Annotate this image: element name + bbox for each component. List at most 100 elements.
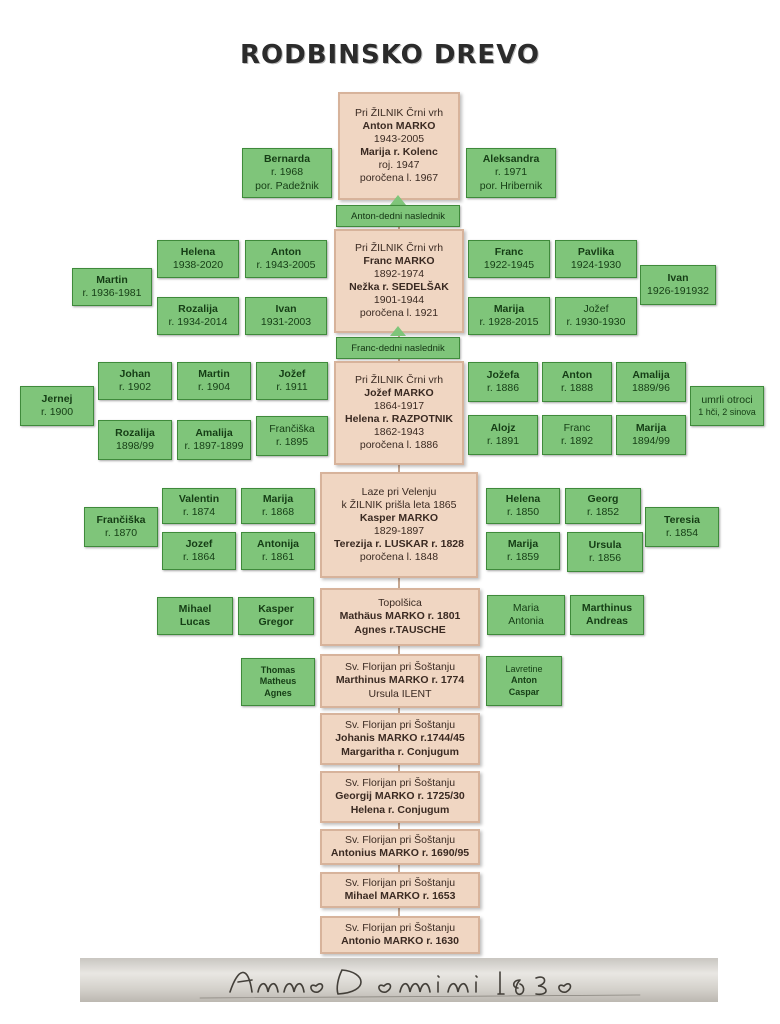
ancestor-box-johanis[interactable]: Sv. Florijan pri Šoštanju Johanis MARKO … [320,713,480,765]
ancestor-box-anton[interactable]: Pri ŽILNIK Črni vrh Anton MARKO 1943-200… [338,92,460,200]
ancestor-box-mihael[interactable]: Sv. Florijan pri Šoštanju Mihael MARKO r… [320,872,480,908]
sibling-name: Jožef [583,302,609,315]
sibling-years: r. 1888 [560,382,594,394]
sibling-name: Ivan [667,271,689,284]
name: Antonius MARKO r. 1690/95 [330,847,470,859]
sibling-name: Lavretine [505,664,543,675]
sibling-years: r. 1850 [506,506,540,518]
place-note: k ŽILNIK prišla leta 1865 [341,498,457,511]
married: poročena l. 1921 [359,307,439,320]
sibling-box[interactable]: Aleksandra r. 1971 por. Hribernik [466,148,556,198]
years: 1829-1897 [373,525,425,537]
sibling-years: r. 1930-1930 [566,316,626,328]
sibling-years: r. 1854 [665,527,699,539]
sibling-name: Marthinus [581,601,633,614]
sibling-years: 1894/99 [632,435,670,447]
sibling-years: r. 1852 [586,506,620,518]
sibling-years: r. 1870 [104,527,138,539]
ancestor-box-jozef[interactable]: Pri ŽILNIK Črni vrh Jožef MARKO 1864-191… [334,361,464,465]
sibling-box[interactable]: Thomas Matheus Agnes [241,658,315,706]
sibling-name: Antonija [257,537,299,550]
sibling-name: Matheus [259,676,297,687]
spouse: Ursula ILENT [368,687,432,700]
sibling-name: Maria [512,601,540,614]
place: Topolšica [378,597,422,610]
sibling-name: Mihael [178,602,212,615]
sibling-box[interactable]: Bernarda r. 1968 por. Padežnik [242,148,332,198]
heir-connector: Franc-dedni naslednik [336,337,460,359]
sibling-years: 1889/96 [632,382,670,394]
married: poročena l. 1848 [359,551,439,564]
sibling-box[interactable]: Lavretine Anton Caspar [486,656,562,706]
spouse: Helena r. RAZPOTNIK [345,413,453,425]
sibling-name: Martin [96,273,128,286]
sibling-years: r. 1943-2005 [256,259,316,271]
place: Pri ŽILNIK Črni vrh [354,106,444,119]
sibling-name: Martin [198,367,230,380]
place: Sv. Florijan pri Šoštanju [344,833,456,846]
sibling-years: r. 1861 [261,551,295,563]
ancestor-box-marthinus[interactable]: Sv. Florijan pri Šoštanju Marthinus MARK… [320,654,480,708]
ancestor-box-antonio[interactable]: Sv. Florijan pri Šoštanju Antonio MARKO … [320,916,480,954]
sibling-name: Ursula [588,538,622,551]
sibling-name: Frančiška [96,513,146,526]
ancestor-box-mathaus[interactable]: Topolšica Mathäus MARKO r. 1801 Agnes r.… [320,588,480,646]
spouse: Agnes r.TAUSCHE [354,623,446,636]
sibling-name: Anton [270,245,302,258]
place: Sv. Florijan pri Šoštanju [344,661,456,674]
ancestor-box-georgij[interactable]: Sv. Florijan pri Šoštanju Georgij MARKO … [320,771,480,823]
sibling-name: umrli otroci [701,393,753,406]
sibling-name: Frančiška [269,422,315,435]
sibling-years: r. 1859 [506,551,540,563]
ancestor-box-kasper[interactable]: Laze pri Velenju k ŽILNIK prišla leta 18… [320,472,478,578]
sibling-name: Amalija [632,368,670,381]
sibling-name: Caspar [508,686,540,697]
ancestor-box-antonius[interactable]: Sv. Florijan pri Šoštanju Antonius MARKO… [320,829,480,865]
sibling-name: Rozalija [178,302,218,315]
ancestor-box-franc[interactable]: Pri ŽILNIK Črni vrh Franc MARKO 1892-197… [334,229,464,333]
sibling-years: 1938-2020 [172,259,224,271]
sibling-name: Marija [507,537,539,550]
sibling-years: r. 1904 [197,381,231,393]
sibling-name: Jozef [185,537,213,550]
sibling-name: Alojz [490,421,516,434]
